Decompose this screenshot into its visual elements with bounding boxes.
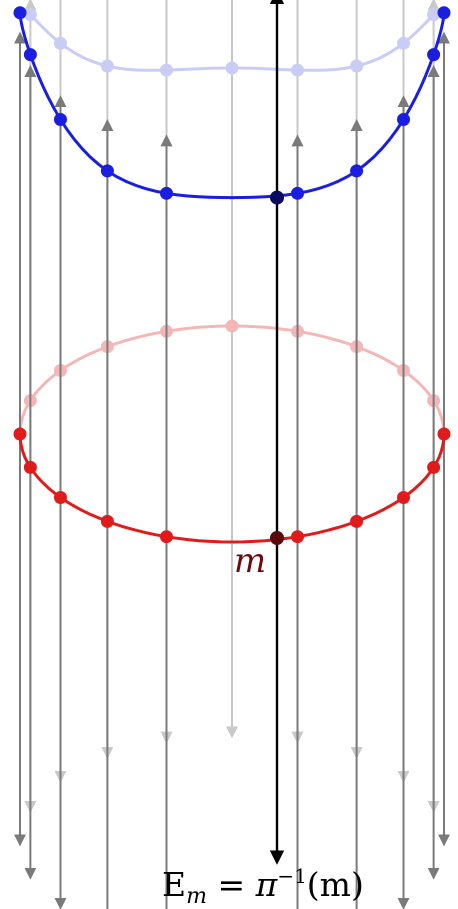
base-point-dot xyxy=(437,427,451,441)
section-point-dot xyxy=(159,186,173,200)
fiber-eq-equals: = xyxy=(207,865,256,904)
base-point-dot xyxy=(291,530,305,544)
section-point-dot xyxy=(53,112,67,126)
section-point-dot xyxy=(291,63,305,77)
base-point-dot xyxy=(225,319,239,333)
section-point-dot xyxy=(159,63,173,77)
point-m-label: m xyxy=(234,541,266,581)
fiber-eq-arg: (m) xyxy=(307,865,364,904)
fiber-eq-sub: m xyxy=(186,884,207,909)
point-m-dot xyxy=(270,531,284,545)
section-point-dot xyxy=(23,48,37,62)
base-point-dot xyxy=(397,490,411,504)
base-point-dot xyxy=(350,514,364,528)
section-point-dot xyxy=(53,36,67,50)
back-fiber-arrows xyxy=(24,0,440,814)
front-curves xyxy=(13,6,451,544)
base-point-dot xyxy=(100,514,114,528)
section-point-dot xyxy=(397,36,411,50)
section-point-dot xyxy=(23,8,37,22)
section-point-dot xyxy=(100,164,114,178)
section-front-arc xyxy=(18,12,446,200)
base-point-dot xyxy=(53,490,67,504)
fiber-eq-sup: −1 xyxy=(277,864,306,888)
fiber-over-m xyxy=(269,0,285,865)
section-point-dot xyxy=(397,112,411,126)
section-m-dot xyxy=(270,190,284,205)
section-point-dot xyxy=(291,186,305,200)
base-circle-front-arc xyxy=(18,433,446,544)
section-point-dot xyxy=(100,59,114,73)
section-point-dot xyxy=(225,61,239,75)
fiber-eq-e: E xyxy=(162,865,186,904)
base-point-dot xyxy=(427,460,441,474)
section-point-dot xyxy=(427,48,441,62)
section-point-dot xyxy=(427,8,441,22)
fiber-eq-pi: π xyxy=(255,865,279,904)
fiber-equation-label: Em = π−1(m) xyxy=(162,864,364,909)
section-point-dot xyxy=(13,6,27,20)
base-point-dot xyxy=(13,427,27,441)
section-point-dot xyxy=(437,6,451,20)
section-point-dot xyxy=(350,59,364,73)
section-point-dot xyxy=(350,164,364,178)
base-point-dot xyxy=(159,530,173,544)
base-point-dot xyxy=(23,460,37,474)
